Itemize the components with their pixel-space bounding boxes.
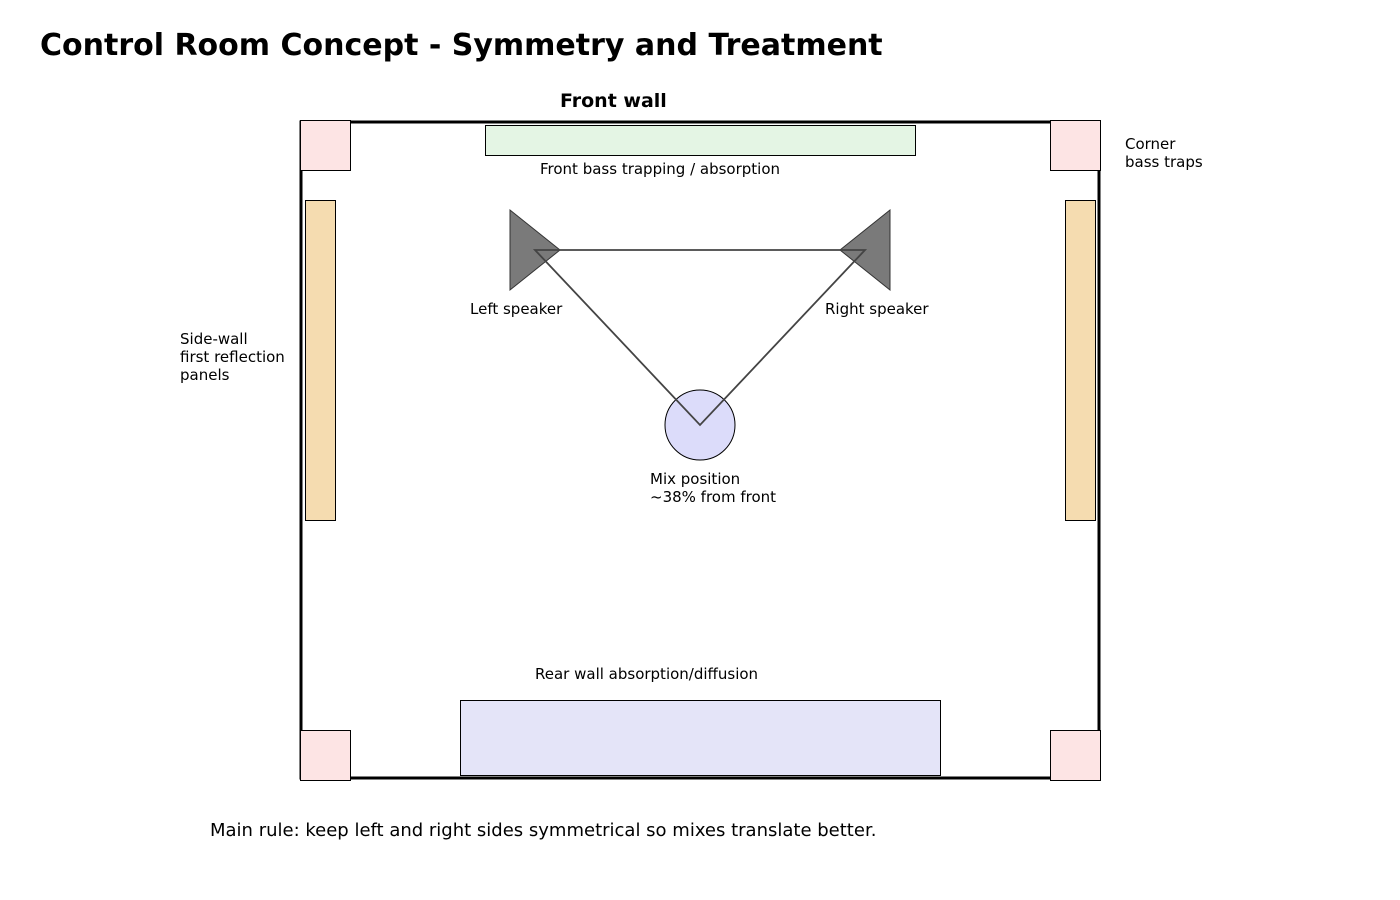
page-title: Control Room Concept - Symmetry and Trea… [40,28,883,63]
footer-note: Main rule: keep left and right sides sym… [210,820,877,841]
left-speaker-label: Left speaker [470,300,563,318]
corner-trap-rear-right [1050,730,1101,781]
rear-treatment-label: Rear wall absorption/diffusion [535,665,759,683]
front-trap-label: Front bass trapping / absorption [540,160,781,178]
room-outline [299,120,1101,780]
side-panel-right [1065,200,1096,521]
corner-trap-front-left [300,120,351,171]
corner-trap-rear-left [300,730,351,781]
side-panels-label: Side-wall first reflection panels [180,330,285,384]
corner-trap-front-right [1050,120,1101,171]
front-bass-trap [485,125,916,156]
side-panel-left [305,200,336,521]
front-wall-label: Front wall [560,90,667,112]
rear-wall-panel [460,700,941,776]
right-speaker-label: Right speaker [825,300,929,318]
corner-traps-label: Corner bass traps [1125,135,1203,171]
stereo-triangle [532,249,868,427]
mix-position-label: Mix position ~38% from front [650,470,777,506]
